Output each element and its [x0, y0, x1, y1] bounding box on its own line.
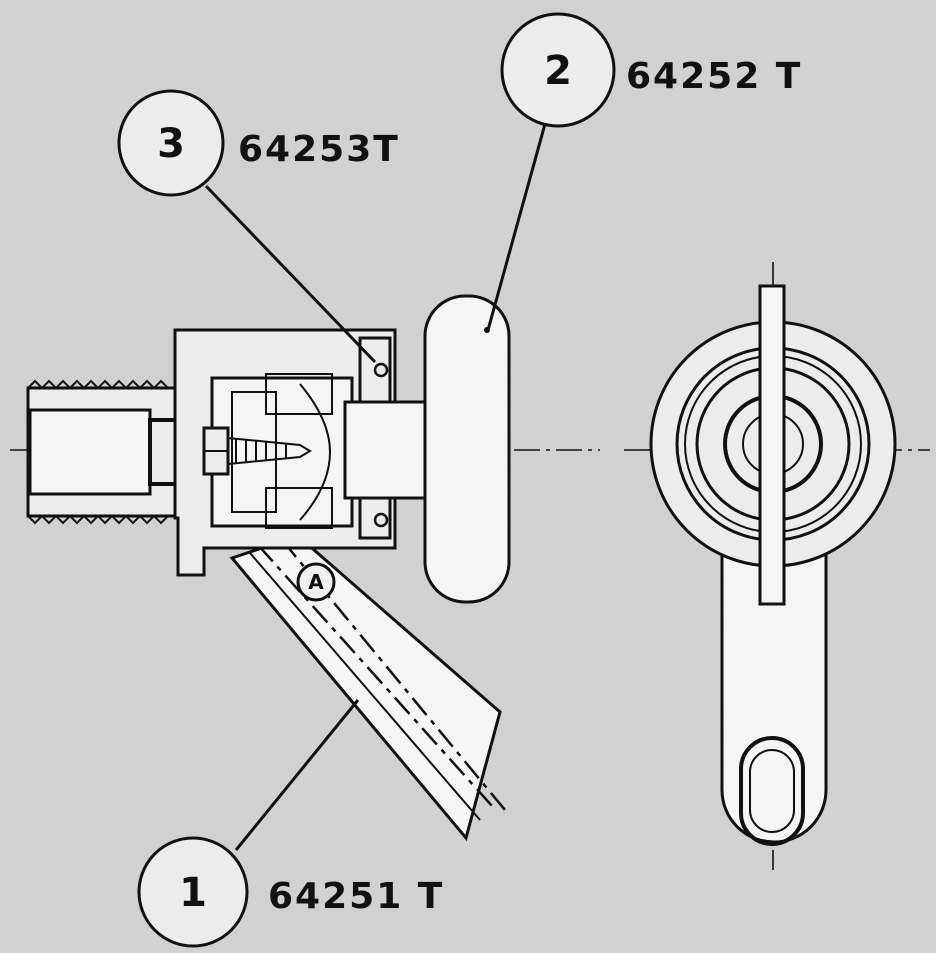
callout-3-number: 3: [157, 121, 185, 167]
inlet-bore: [28, 408, 152, 496]
leader-line-2: [486, 123, 547, 331]
valve-cam: [299, 383, 332, 521]
side-section-view: A: [10, 294, 600, 842]
callout-1: 1 64251 T: [137, 699, 444, 948]
threaded-inlet: [26, 379, 212, 525]
callout-2-number: 2: [544, 48, 572, 94]
lever-slot-inner: [749, 749, 795, 833]
leader-line-3: [204, 184, 377, 364]
lever-axis-line-1: [257, 544, 493, 807]
handle-blade: [758, 284, 786, 606]
valve-seat-bottom: [265, 487, 333, 529]
section-marker-label: A: [308, 570, 324, 594]
thread-bottom: [27, 514, 169, 525]
front-view: [624, 262, 930, 870]
callout-1-code: 64251 T: [268, 876, 444, 917]
callout-2: 2 64252 T: [486, 12, 802, 331]
section-marker-a: A: [296, 562, 336, 602]
handle-knob: [423, 294, 511, 604]
lever-slot: [739, 736, 805, 846]
leader-line-1: [234, 699, 360, 851]
callout-3: 3 64253T: [117, 89, 400, 364]
callout-2-code: 64252 T: [626, 56, 802, 97]
screw: [202, 426, 312, 476]
callout-3-code: 64253T: [238, 129, 400, 170]
valve-seat-top: [265, 373, 333, 415]
thread-top: [27, 379, 169, 390]
callout-1-number: 1: [179, 870, 207, 916]
